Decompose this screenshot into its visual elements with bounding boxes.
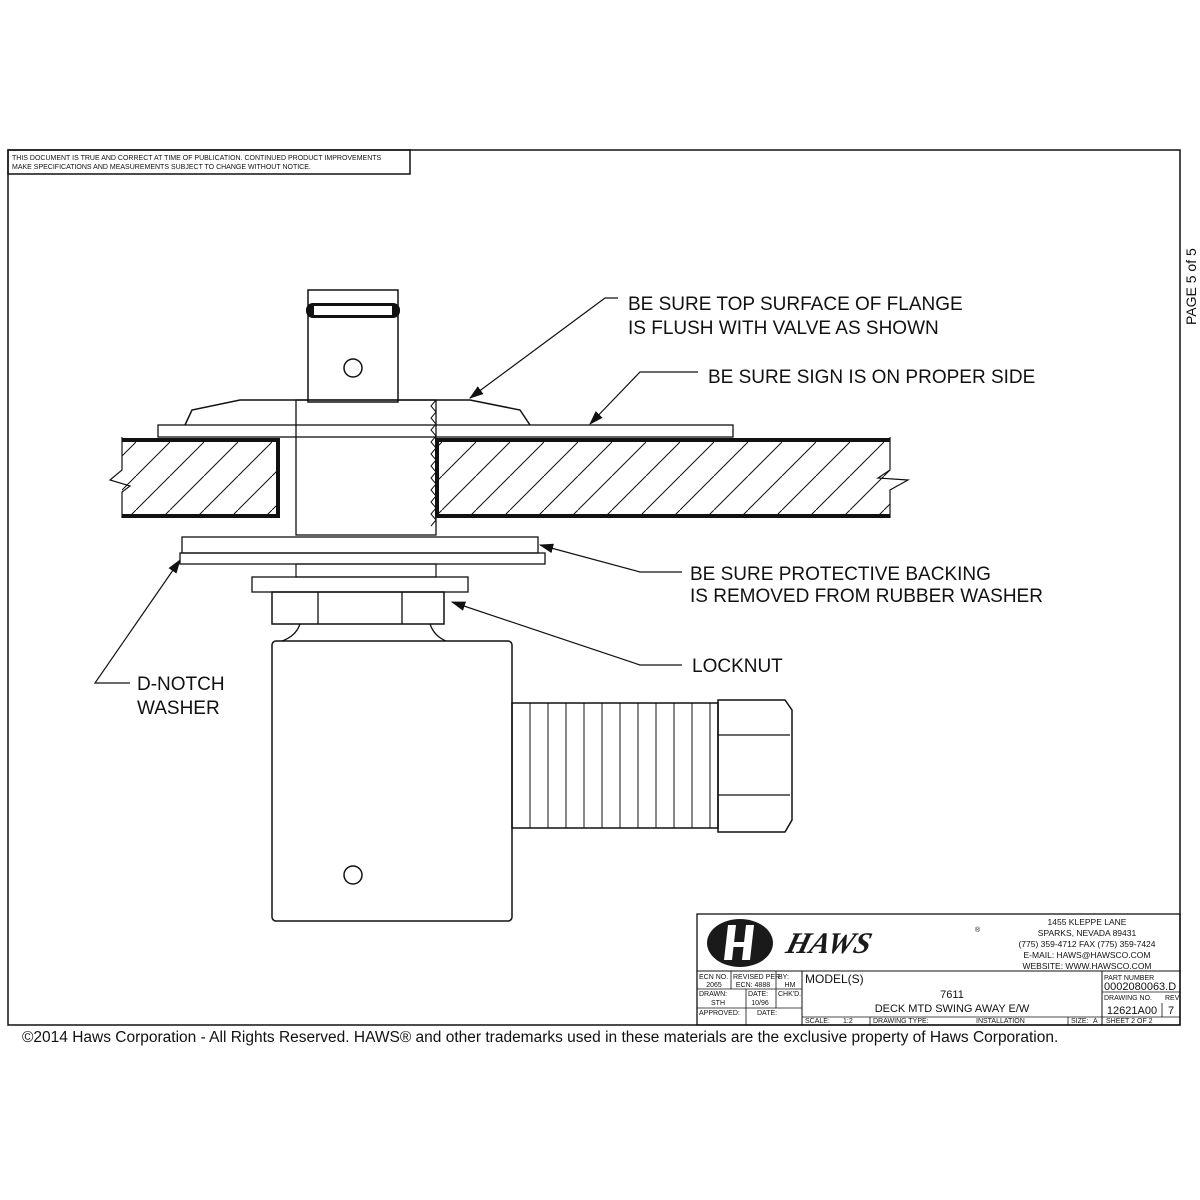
title-block: HAWS ® 1455 KLEPPE LANE SPARKS, NEVADA 8… <box>696 913 1181 1026</box>
callout-backing-1: BE SURE PROTECTIVE BACKING <box>690 564 991 585</box>
callout-flange-2: IS FLUSH WITH VALVE AS SHOWN <box>628 318 939 339</box>
approved-date-label: DATE: <box>757 1010 777 1017</box>
drawn-label: DRAWN: <box>699 991 727 998</box>
rev: 7 <box>1168 1005 1174 1017</box>
leader-locknut <box>450 601 682 666</box>
logo-wordmark: HAWS <box>782 926 876 959</box>
description: DECK MTD SWING AWAY E/W <box>875 1003 1030 1015</box>
d-notch-washer <box>179 552 546 565</box>
callout-locknut: LOCKNUT <box>692 656 783 677</box>
leader-dnotch <box>93 559 181 684</box>
leader-sign <box>589 371 698 425</box>
by-label: BY: <box>778 974 789 981</box>
valve-stem <box>306 289 400 403</box>
notice-line-1: THIS DOCUMENT IS TRUE AND CORRECT AT TIM… <box>12 155 382 162</box>
drawing-no: 12621A00 <box>1107 1005 1157 1017</box>
haws-logo: HAWS ® <box>707 919 981 967</box>
leader-backing <box>538 543 682 573</box>
approved-label: APPROVED: <box>699 1010 740 1017</box>
email: E-MAIL: HAWS@HAWSCO.COM <box>1023 950 1150 960</box>
address-line-2: SPARKS, NEVADA 89431 <box>1038 928 1137 938</box>
inlet-fitting <box>511 699 793 833</box>
part-number: 0002080063.D <box>1104 981 1176 993</box>
flange <box>184 399 531 426</box>
drawing-type-label: DRAWING TYPE: <box>873 1018 929 1025</box>
sign-plate <box>157 424 734 438</box>
by: HM <box>785 982 796 989</box>
callout-dnotch-2: WASHER <box>137 698 220 719</box>
size: A <box>1093 1018 1098 1025</box>
registered-mark: ® <box>975 926 981 934</box>
phone-fax: (775) 359-4712 FAX (775) 359-7424 <box>1018 939 1155 949</box>
callout-backing-2: IS REMOVED FROM RUBBER WASHER <box>690 586 1043 607</box>
models-label: MODEL(S) <box>805 972 864 986</box>
locknut-washer <box>251 576 469 593</box>
notice-box <box>7 149 411 175</box>
leader-flange <box>469 297 618 399</box>
valve-body <box>271 640 513 922</box>
scale-label: SCALE: <box>805 1018 830 1025</box>
scale: 1:2 <box>843 1018 853 1025</box>
revised-per: ECN: 4888 <box>736 982 770 989</box>
website: WEBSITE: WWW.HAWSCO.COM <box>1022 961 1151 971</box>
copyright: ©2014 Haws Corporation - All Rights Rese… <box>22 1029 1058 1046</box>
part-number-label: PART NUMBER <box>1104 975 1154 982</box>
threaded-shaft <box>295 399 437 536</box>
callout-sign: BE SURE SIGN IS ON PROPER SIDE <box>708 367 1035 388</box>
date-label: DATE: <box>748 991 768 998</box>
address-line-1: 1455 KLEPPE LANE <box>1048 917 1127 927</box>
callout-flange-1: BE SURE TOP SURFACE OF FLANGE <box>628 294 963 315</box>
drawn: STH <box>711 1000 725 1007</box>
shaft-thread-lower <box>295 563 437 578</box>
model-number: 7611 <box>940 989 964 1001</box>
drawing-no-label: DRAWING NO. <box>1104 995 1152 1002</box>
ecn-no-label: ECN NO. <box>699 974 728 981</box>
date: 10/96 <box>751 1000 769 1007</box>
ecn-no: 2065 <box>706 982 722 989</box>
size-label: SIZE: <box>1071 1018 1089 1025</box>
revised-per-label: REVISED PER <box>733 974 780 981</box>
drawing-frame <box>7 149 1181 1026</box>
drawing-type: INSTALLATION <box>976 1018 1025 1025</box>
rev-label: REV <box>1165 995 1180 1002</box>
chkd-label: CHK'D.: <box>778 991 803 998</box>
locknut <box>271 591 447 642</box>
notice-line-2: MAKE SPECIFICATIONS AND MEASUREMENTS SUB… <box>12 164 311 171</box>
callout-dnotch-1: D-NOTCH <box>137 674 225 695</box>
countertop <box>108 437 911 518</box>
page-label: PAGE 5 of 5 <box>1183 248 1199 325</box>
sheet: SHEET 2 OF 2 <box>1106 1018 1153 1025</box>
rubber-washer <box>181 536 539 554</box>
